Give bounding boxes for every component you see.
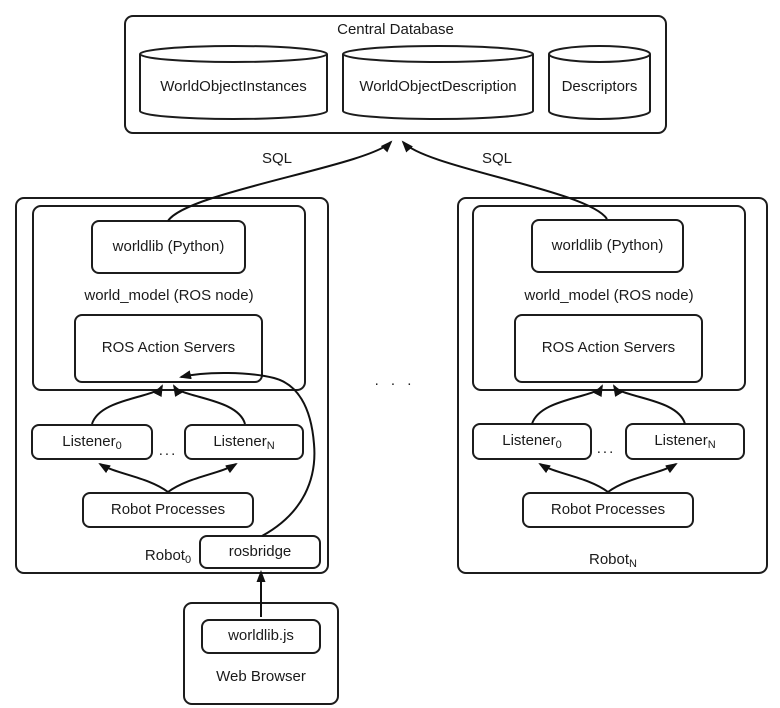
arrow-processes-to-listener0-left	[98, 462, 169, 493]
arrow-listener0-to-actionservers-left	[91, 384, 163, 425]
ros-action-servers-label-left: ROS Action Servers	[101, 339, 236, 357]
robot-processes-label-left: Robot Processes	[110, 500, 226, 518]
robot-processes-box-left	[82, 492, 254, 528]
listenerN-sub-left: N	[266, 439, 275, 452]
worldlib-python-label-left: worldlib (Python)	[112, 237, 225, 255]
robot0-name-sub: 0	[184, 553, 192, 566]
arrow-sql-right	[401, 140, 608, 220]
listenerN-sub-right: N	[707, 439, 716, 452]
sql-label-right: SQL	[481, 149, 512, 167]
web-browser-label: Web Browser	[216, 667, 306, 685]
listener0-base-left: Listener	[62, 432, 116, 450]
sql-label-left: SQL	[261, 149, 292, 167]
listenerN-base-left: Listener	[213, 432, 267, 450]
robot-processes-label-right: Robot Processes	[550, 500, 666, 518]
robotN-name-sub: N	[629, 557, 637, 570]
robot0-name-base: Robot	[144, 546, 185, 564]
worldlib-python-box-right	[531, 219, 684, 273]
arrow-processes-to-listenerN-left	[167, 462, 238, 493]
rosbridge-box	[199, 535, 321, 569]
arrow-rosbridge-to-actionservers	[179, 370, 316, 537]
arrow-sql-left	[167, 140, 393, 222]
listener0-sub-left: 0	[115, 439, 122, 452]
robotN-name-base: Robot	[589, 550, 630, 568]
arrow-layer	[91, 140, 686, 617]
worldlib-js-box	[201, 619, 321, 654]
table-world-object-instances: WorldObjectInstances	[160, 77, 307, 95]
ros-action-servers-label-right: ROS Action Servers	[541, 339, 676, 357]
listener0-box-left	[31, 424, 153, 460]
ros-action-servers-box-left	[74, 314, 263, 383]
cylinder-world-object-description	[342, 45, 534, 120]
worldlib-js-label: worldlib.js	[228, 627, 294, 645]
table-world-object-description: WorldObjectDescription	[359, 77, 517, 95]
world-model-label-left: world_model (ROS node)	[84, 286, 254, 304]
table-descriptors: Descriptors	[561, 77, 638, 95]
worldlib-python-label-right: worldlib (Python)	[551, 236, 664, 254]
listener-ellipsis-left: ...	[158, 441, 178, 459]
rosbridge-label: rosbridge	[228, 542, 292, 560]
robots-separator-ellipsis: . . .	[374, 371, 416, 389]
listenerN-box-left	[184, 424, 304, 460]
cylinder-world-object-instances	[139, 45, 328, 120]
listenerN-base-right: Listener	[654, 432, 708, 450]
listener0-sub-right: 0	[555, 439, 562, 452]
arrow-processes-to-listenerN-right	[607, 462, 678, 493]
arrow-listenerN-to-actionservers-right	[612, 384, 686, 425]
listener0-base-right: Listener	[502, 432, 556, 450]
robot-processes-box-right	[522, 492, 694, 528]
ros-action-servers-box-right	[514, 314, 703, 383]
arrow-listener0-to-actionservers-right	[531, 384, 603, 425]
world-model-label-right: world_model (ROS node)	[524, 286, 694, 304]
central-database-title: Central Database	[337, 20, 454, 38]
arrow-listenerN-to-actionservers-left	[172, 384, 246, 425]
listener-ellipsis-right: ...	[596, 439, 616, 457]
cylinder-descriptors	[548, 45, 651, 120]
arrow-processes-to-listener0-right	[538, 462, 609, 493]
